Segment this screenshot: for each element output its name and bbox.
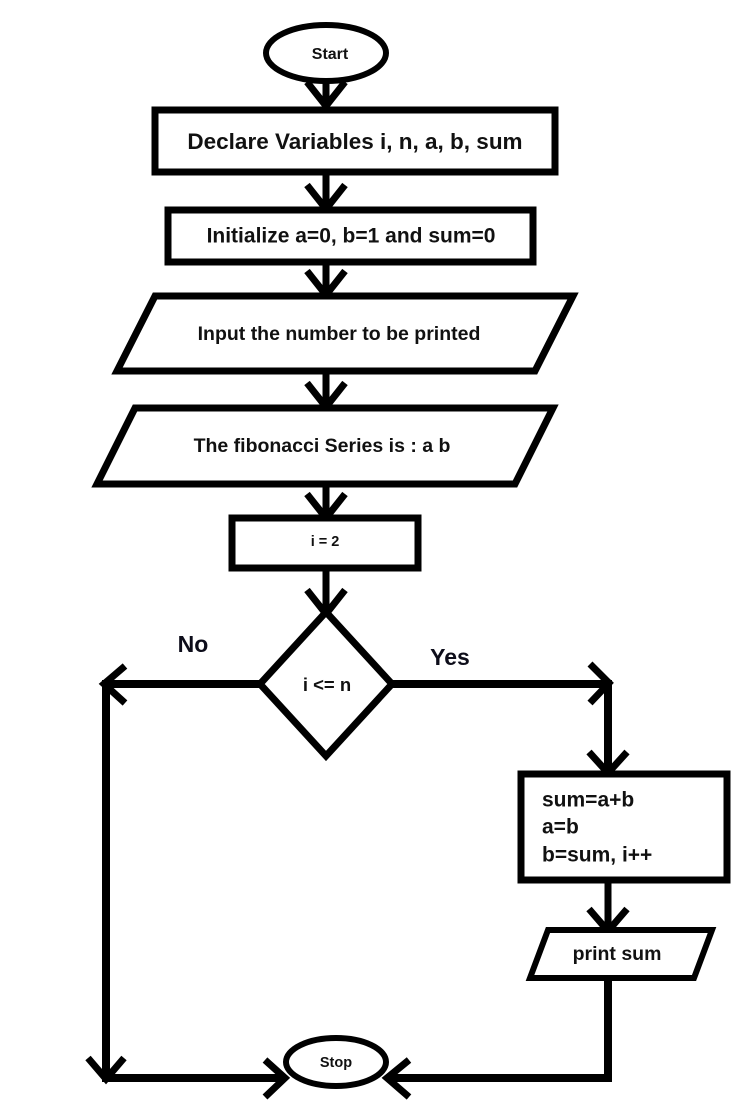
input-parallelogram [111,292,579,375]
input-label: Input the number to be printed [198,323,481,345]
stop-label: Stop [320,1055,352,1071]
edge-initialize-to-input [304,262,348,301]
decision-label: i <= n [303,674,351,695]
initialize-rect [164,206,537,266]
node-counter-init[interactable]: i = 2 [228,514,422,572]
print-label: print sum [573,943,662,965]
initialize-label: Initialize a=0, b=1 and sum=0 [207,225,496,248]
loop-body-line-1: sum=a+b [542,789,634,812]
loop-body-rect [517,770,731,884]
output-series-label: The fibonacci Series is : a b [194,435,451,457]
counter-init-label: i = 2 [311,534,340,550]
node-stop[interactable]: Stop [283,1035,389,1089]
declare-rect [151,106,559,176]
start-ellipse [263,22,389,84]
loop-body-line-2: a=b [542,816,579,839]
node-print[interactable]: print sum [525,927,717,981]
output-series-parallelogram [91,404,559,488]
edge-decision-no [85,663,291,1100]
stop-ellipse [283,1035,389,1089]
node-output-series[interactable]: The fibonacci Series is : a b [91,404,559,488]
edge-label-yes: Yes [430,644,470,670]
declare-label: Declare Variables i, n, a, b, sum [187,129,522,154]
edge-output-to-counter [304,484,348,524]
node-loop-body[interactable]: sum=a+b a=b b=sum, i++ [517,770,731,884]
start-label: Start [312,46,349,63]
node-declare-variables[interactable]: Declare Variables i, n, a, b, sum [151,106,559,176]
edge-label-no: No [178,631,209,657]
node-start[interactable]: Start [263,22,389,84]
loop-body-line-3: b=sum, i++ [542,844,652,867]
edge-loopbody-to-print [586,880,630,937]
decision-diamond [255,606,397,762]
counter-init-rect [228,514,422,572]
edge-decision-yes [392,661,630,779]
print-parallelogram [525,927,717,981]
edge-print-to-stop [381,978,612,1100]
node-initialize[interactable]: Initialize a=0, b=1 and sum=0 [164,206,537,266]
node-decision[interactable]: i <= n [255,606,397,762]
edge-input-to-output [304,371,348,413]
node-input[interactable]: Input the number to be printed [111,292,579,375]
edge-declare-to-initialize [304,172,348,215]
